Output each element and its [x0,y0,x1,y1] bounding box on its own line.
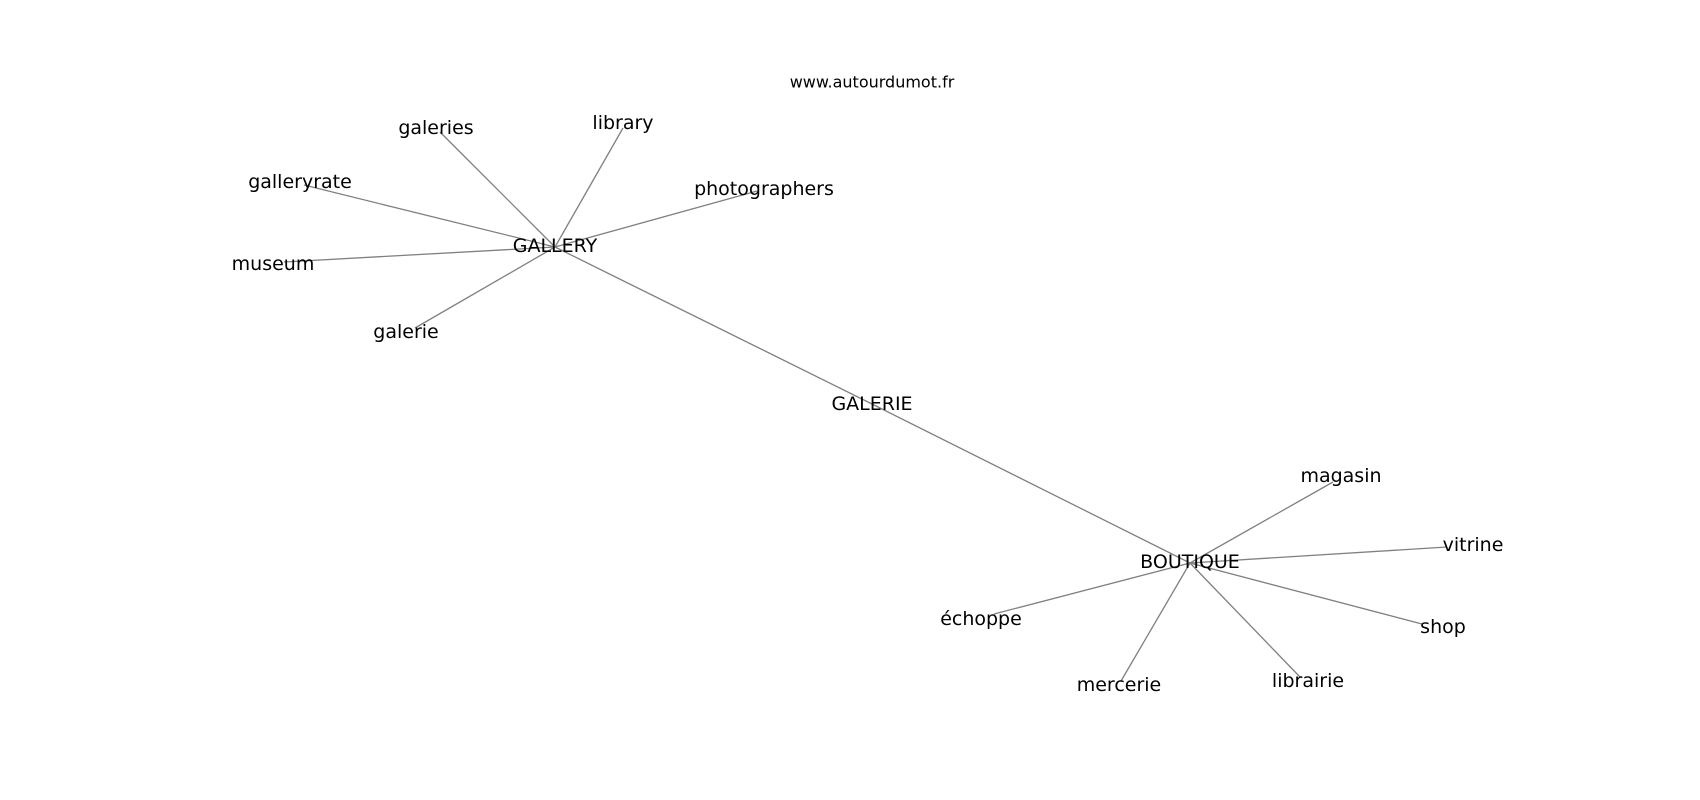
site-credit: www.autourdumot.fr [790,73,955,92]
edge-boutique-librairie [1189,562,1301,678]
edge-gallery-photographers [554,190,758,248]
node-label-librairie: librairie [1272,670,1344,692]
edge-gallery-galleryrate [303,184,556,248]
edges-layer [283,127,1448,682]
node-label-echoppe: échoppe [940,608,1022,630]
nodes-layer: GALERIE GALLERY BOUTIQUE galeries library gal… [232,112,1504,696]
edge-gallery-galeries [439,131,556,248]
edge-boutique-mercerie [1120,562,1191,682]
node-label-photographers: photographers [694,178,834,200]
node-label-galerie: galerie [373,321,438,343]
edge-boutique-shop [1189,562,1423,625]
node-label-galleryrate: galleryrate [248,171,352,193]
edge-boutique-magasin [1189,481,1334,564]
edge-galerie-center-boutique [871,403,1191,564]
node-label-shop: shop [1420,616,1466,638]
node-label-gallery: GALLERY [513,235,598,257]
node-label-museum: museum [232,253,315,275]
node-label-galeries: galeries [398,117,473,139]
edge-gallery-museum [283,246,556,263]
edge-gallery-galerie [414,246,556,329]
edge-boutique-vitrine [1189,546,1448,564]
node-label-vitrine: vitrine [1443,534,1504,556]
edge-galerie-center-gallery [554,246,873,405]
node-label-galerie-center: GALERIE [831,393,912,415]
edge-boutique-echoppe [993,562,1191,615]
node-label-boutique: BOUTIQUE [1140,551,1240,573]
node-label-mercerie: mercerie [1077,674,1162,696]
node-label-library: library [592,112,653,134]
edge-gallery-library [554,127,624,248]
node-label-magasin: magasin [1300,465,1381,487]
